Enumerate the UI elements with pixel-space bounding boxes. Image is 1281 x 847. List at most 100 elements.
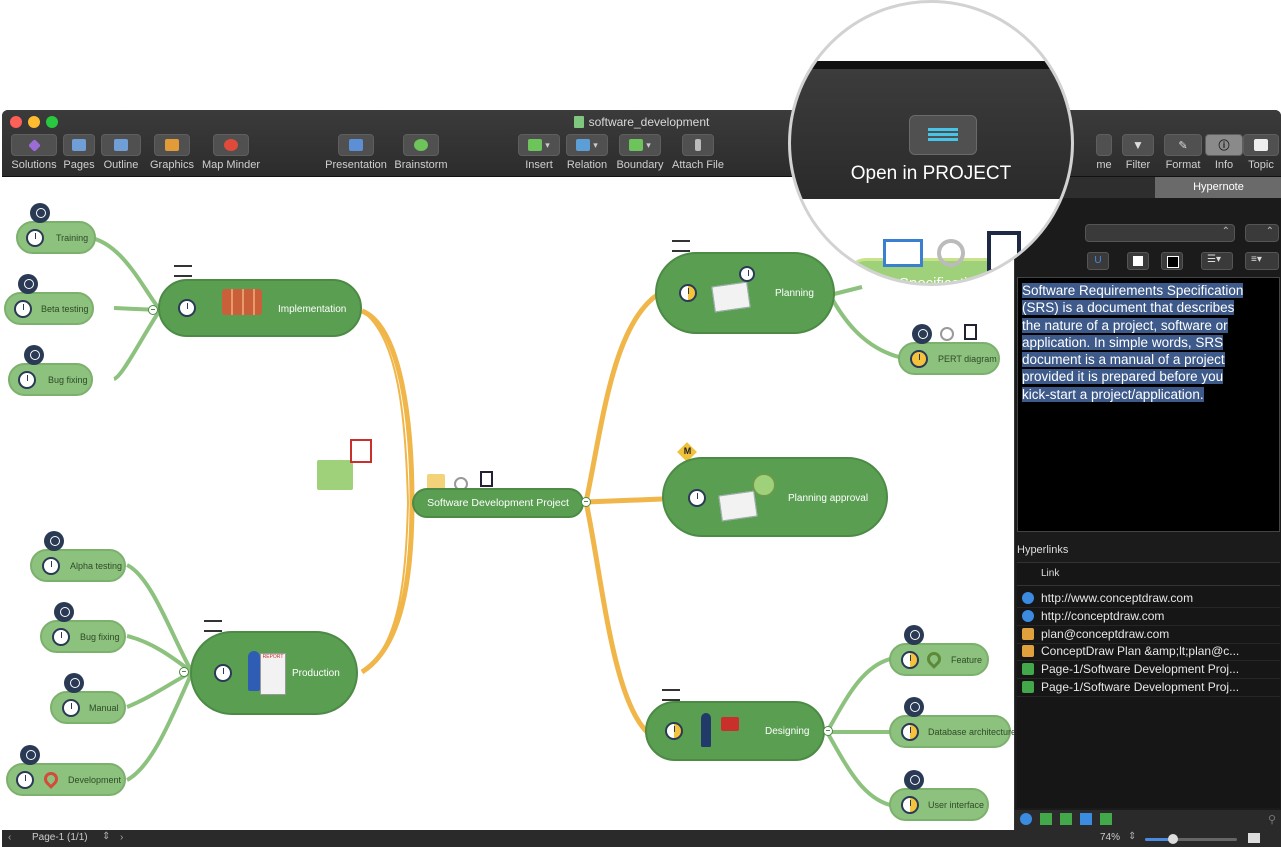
previous-page-button[interactable]: ‹	[8, 832, 12, 843]
close-window-button[interactable]	[10, 116, 22, 128]
toolbar-format[interactable]: ✎Format	[1162, 134, 1204, 171]
hyperlink-row[interactable]: Page-1/Software Development Proj...	[1017, 679, 1280, 697]
subtopic-pert-diagram[interactable]: PERT diagram	[898, 342, 1000, 375]
align-icon: ≡▾	[1251, 254, 1262, 265]
fit-page-icon[interactable]	[1248, 833, 1260, 843]
location-pin-icon	[41, 769, 61, 789]
collapse-toggle[interactable]	[581, 497, 591, 507]
globe-icon	[1022, 592, 1034, 604]
alignment-button[interactable]: ≡▾	[1245, 252, 1279, 270]
timer-icon	[44, 531, 64, 551]
central-to-production-line	[361, 502, 409, 673]
hypernote-editor[interactable]: Software Requirements Specification (SRS…	[1017, 277, 1280, 532]
subtopic-bug-fixing[interactable]: Bug fixing	[8, 363, 93, 396]
outline-icon	[114, 139, 128, 151]
toolbar-theme[interactable]: me	[1094, 134, 1114, 171]
note-icon	[987, 231, 1021, 273]
subtopic-alpha-testing[interactable]: Alpha testing	[30, 549, 126, 582]
link-icon[interactable]: ⚲	[1267, 814, 1276, 826]
add-topic-link-icon[interactable]	[1060, 813, 1072, 825]
hyperlink-row[interactable]: http://www.conceptdraw.com	[1017, 590, 1280, 608]
hyperlink-row[interactable]: ConceptDraw Plan &amp;lt;plan@c...	[1017, 643, 1280, 661]
central-to-planning-approval-line	[585, 496, 663, 505]
subtopic-manual[interactable]: Manual	[50, 691, 126, 724]
topic-icon	[1254, 139, 1268, 151]
topic-production[interactable]: REPORT Production	[190, 631, 358, 715]
toolbar-map-minder[interactable]: Map Minder	[200, 134, 262, 171]
subtopic-feature[interactable]: Feature	[889, 643, 989, 676]
timer-icon	[904, 625, 924, 645]
toolbar-insert[interactable]: ▾Insert	[517, 134, 561, 171]
list-style-button[interactable]: ☰▾	[1201, 252, 1233, 270]
chevron-updown-icon: ⌃	[1265, 226, 1274, 237]
font-size-select[interactable]: ⌃	[1245, 224, 1279, 242]
central-to-implementation-line	[360, 308, 415, 675]
chevron-down-icon: ▾	[593, 139, 598, 150]
toolbar-boundary[interactable]: ▾Boundary	[615, 134, 665, 171]
add-email-link-icon[interactable]	[1080, 813, 1092, 825]
email-icon	[883, 239, 923, 267]
central-to-planning-line	[583, 292, 659, 503]
topic-implementation[interactable]: Implementation	[158, 279, 362, 337]
text-color-button[interactable]	[1127, 252, 1149, 270]
topic-designing[interactable]: Designing	[645, 701, 825, 761]
subtopic-beta-testing[interactable]: Beta testing	[4, 292, 94, 325]
mindmap-canvas[interactable]: Software Development Project Implementat…	[2, 177, 1014, 830]
background-color-button[interactable]	[1161, 252, 1183, 270]
note-text: Software Requirements Specification (SRS…	[1022, 283, 1244, 402]
clock-icon	[62, 699, 80, 717]
next-page-button[interactable]: ›	[120, 832, 124, 843]
collapse-toggle[interactable]	[823, 726, 833, 736]
drafting-table-icon	[721, 717, 739, 731]
open-in-project-button[interactable]	[909, 115, 977, 155]
approval-document-icon	[718, 490, 758, 522]
subtopic-development[interactable]: Development	[6, 763, 126, 796]
zoom-window-button[interactable]	[46, 116, 58, 128]
tab-hypernote[interactable]: Hypernote	[1155, 177, 1281, 198]
subtopic-user-interface[interactable]: User interface	[889, 788, 989, 821]
toolbar-graphics[interactable]: Graphics	[148, 134, 196, 171]
hyperlink-row[interactable]: Page-1/Software Development Proj...	[1017, 661, 1280, 679]
timer-icon	[904, 697, 924, 717]
timer-icon	[912, 324, 932, 344]
toolbar-presentation[interactable]: Presentation	[322, 134, 390, 171]
subtopic-bug-fixing-production[interactable]: Bug fixing	[40, 620, 126, 653]
toolbar: software_development Solutions Pages Out…	[2, 110, 1281, 177]
subtopic-database-architecture[interactable]: Database architecture	[889, 715, 1014, 748]
insert-icon	[528, 139, 543, 151]
toolbar-solutions[interactable]: Solutions	[10, 134, 58, 171]
underline-button[interactable]: U	[1087, 252, 1109, 270]
add-file-link-icon[interactable]	[1100, 813, 1112, 825]
minimize-window-button[interactable]	[28, 116, 40, 128]
zoom-slider[interactable]	[1145, 834, 1237, 844]
topic-planning-approval[interactable]: Planning approval	[662, 457, 888, 537]
toolbar-filter[interactable]: ▼Filter	[1120, 134, 1156, 171]
toolbar-brainstorm[interactable]: Brainstorm	[392, 134, 450, 171]
check-badge-icon	[752, 473, 776, 497]
note-icon	[480, 471, 493, 487]
zoom-slider-knob[interactable]	[1167, 834, 1178, 844]
clock-icon	[16, 771, 34, 789]
subtopic-training[interactable]: Training	[16, 221, 96, 254]
toolbar-attach-file[interactable]: Attach File	[670, 134, 726, 171]
toolbar-pages[interactable]: Pages	[62, 134, 96, 171]
page-stepper-icon[interactable]: ⇕	[102, 831, 111, 842]
relation-icon	[576, 139, 591, 151]
font-select[interactable]: ⌃	[1085, 224, 1235, 242]
add-web-link-icon[interactable]	[1020, 813, 1032, 825]
toolbar-topic[interactable]: Topic	[1243, 134, 1279, 171]
zoom-stepper-icon[interactable]: ⇕	[1128, 831, 1137, 842]
clock-icon	[42, 557, 60, 575]
chevron-down-icon: ▾	[646, 139, 651, 150]
clock-icon	[688, 489, 706, 507]
toolbar-relation[interactable]: ▾Relation	[565, 134, 609, 171]
hyperlink-row[interactable]: plan@conceptdraw.com	[1017, 626, 1280, 644]
collapse-toggle[interactable]	[179, 667, 189, 677]
central-topic[interactable]: Software Development Project	[412, 488, 584, 518]
hyperlink-row[interactable]: http://conceptdraw.com	[1017, 608, 1280, 626]
toolbar-outline[interactable]: Outline	[100, 134, 142, 171]
clock-icon	[901, 723, 919, 741]
collapse-toggle[interactable]	[148, 305, 158, 315]
add-page-link-icon[interactable]	[1040, 813, 1052, 825]
